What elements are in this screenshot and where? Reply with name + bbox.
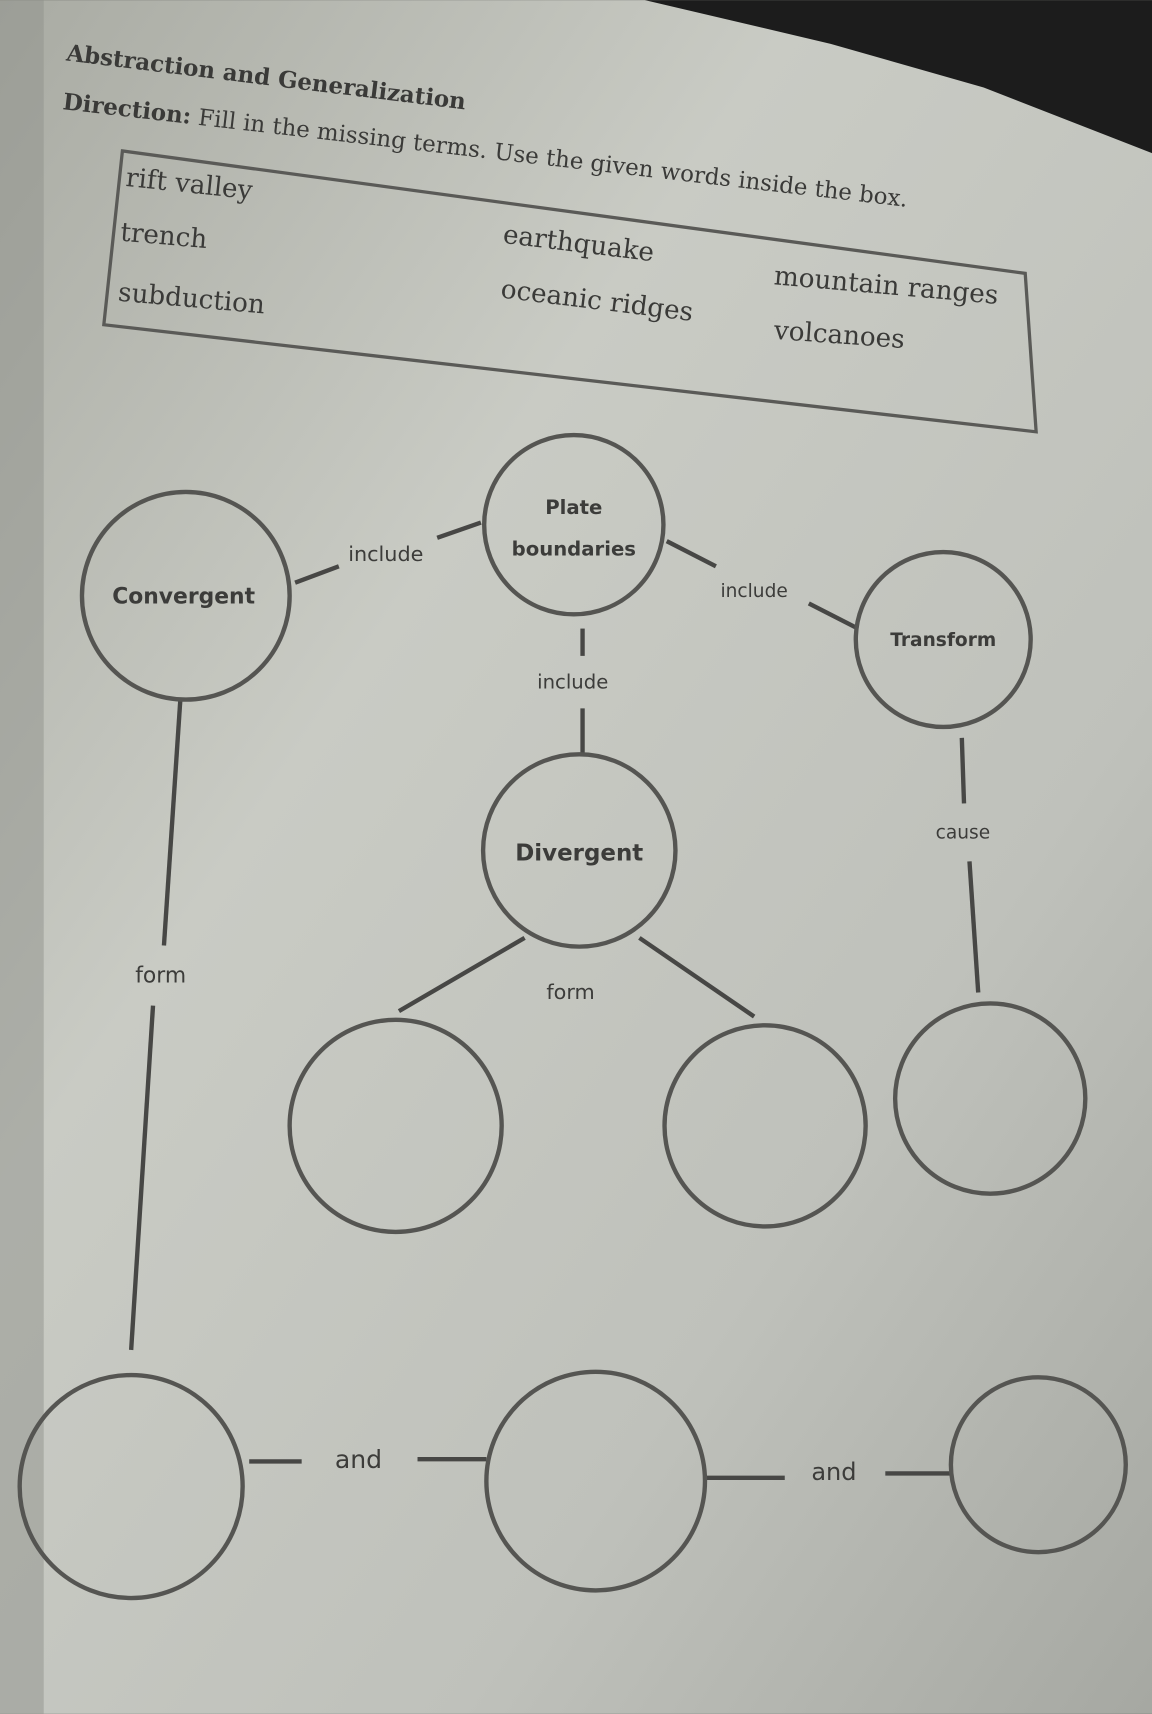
link-label-and-1: and — [335, 1445, 382, 1474]
link-line — [161, 699, 183, 946]
link-line — [807, 601, 859, 631]
link-line — [294, 564, 340, 585]
node-label: Plate — [545, 496, 602, 519]
blank-node-convergent-2[interactable] — [484, 1369, 708, 1593]
link-line — [967, 861, 981, 993]
node-label: Convergent — [112, 584, 255, 609]
link-label-and-2: and — [811, 1458, 856, 1486]
blank-node-convergent-3[interactable] — [948, 1375, 1128, 1555]
link-line — [397, 935, 526, 1013]
link-label-include-left: include — [348, 542, 423, 566]
node-transform: Transform — [853, 549, 1033, 730]
node-label: Divergent — [515, 840, 643, 866]
dark-background-corner — [644, 0, 1152, 154]
blank-node-divergent-right[interactable] — [662, 1023, 868, 1229]
link-line — [959, 737, 967, 804]
node-divergent: Divergent — [480, 752, 678, 949]
node-plate-boundaries: Plate boundaries — [482, 432, 666, 617]
link-line — [436, 520, 482, 540]
link-label-include-center: include — [537, 671, 608, 694]
link-label-form-convergent: form — [135, 964, 186, 989]
node-label: boundaries — [512, 537, 636, 560]
blank-node-transform[interactable] — [892, 1001, 1088, 1196]
concept-links — [128, 520, 981, 1480]
link-line — [665, 539, 717, 569]
link-label-form-divergent: form — [546, 980, 594, 1004]
blank-node-convergent-1[interactable] — [17, 1372, 245, 1601]
blank-node-divergent-left[interactable] — [287, 1017, 504, 1235]
link-line — [128, 1005, 156, 1351]
link-label-include-right: include — [720, 581, 787, 602]
link-label-cause: cause — [936, 822, 990, 843]
node-convergent: Convergent — [79, 489, 292, 702]
node-label: Transform — [890, 630, 996, 651]
link-line — [638, 936, 756, 1019]
